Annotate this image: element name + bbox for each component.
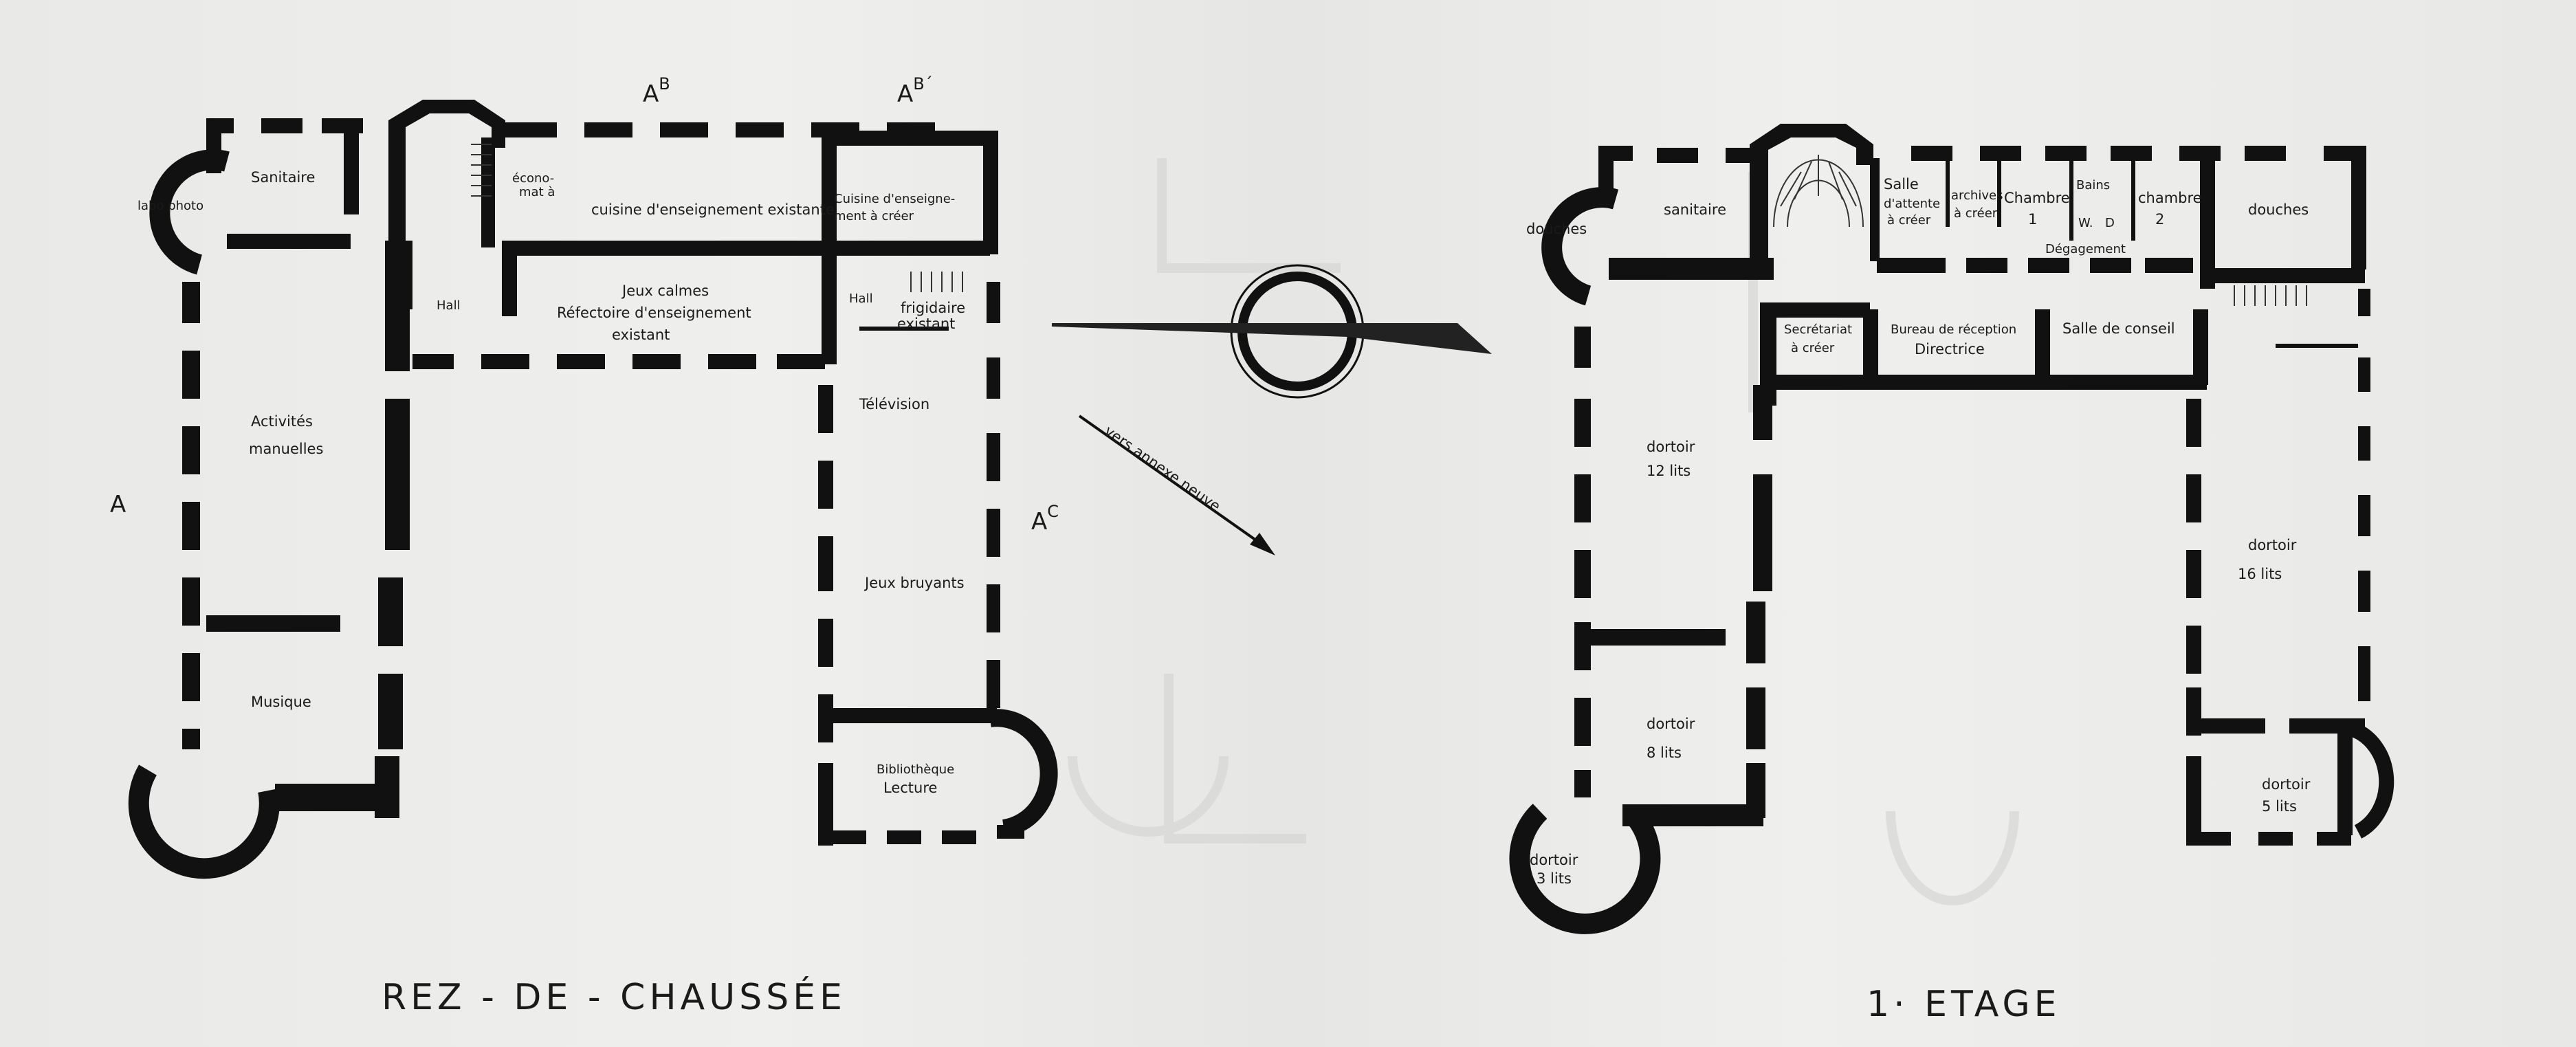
first-floor-towers xyxy=(1509,187,2395,934)
ground-floor-title: REZ - DE - CHAUSSÉE xyxy=(382,976,846,1018)
room-dortoir5-line2: 5 lits xyxy=(2262,798,2297,815)
room-salle-conseil: Salle de conseil xyxy=(2062,320,2175,337)
annex-arrow xyxy=(1078,415,1275,555)
room-frigidaire-line1: frigidaire xyxy=(901,300,965,316)
first-floor-stairs xyxy=(1773,155,2307,306)
room-dortoir12-line1: dortoir xyxy=(1647,439,1695,455)
room-jeux-calmes: Jeux calmes xyxy=(621,283,709,299)
room-douche-small: D xyxy=(2105,216,2115,230)
room-dortoir8-line1: dortoir xyxy=(1647,716,1695,732)
room-bureau-line1: Bureau de réception xyxy=(1891,322,2016,337)
ground-floor-walls xyxy=(182,100,1024,846)
room-lecture: Lecture xyxy=(883,780,937,796)
room-secretariat-line1: Secrétariat xyxy=(1784,322,1852,337)
room-frigidaire-line2: existant xyxy=(897,316,955,332)
room-television: Télévision xyxy=(859,396,929,412)
room-dortoir12-line2: 12 lits xyxy=(1647,463,1691,479)
room-bains: Bains xyxy=(2076,178,2110,192)
first-floor-title: 1· ETAGE xyxy=(1867,984,2061,1025)
room-salle-attente-line2: d'attente xyxy=(1884,197,1940,211)
room-douches-right: douches xyxy=(2248,201,2309,218)
ground-floor-stairs xyxy=(471,144,963,292)
room-chambre1-line1: Chambre xyxy=(2004,190,2070,206)
ground-floor-towers xyxy=(128,149,1058,879)
room-chambre2-line2: 2 xyxy=(2155,211,2164,228)
room-dortoir16-line1: dortoir xyxy=(2248,537,2297,553)
sector-a: A xyxy=(110,491,126,518)
room-musique: Musique xyxy=(251,694,311,710)
room-archives-line1: archives xyxy=(1951,188,2003,203)
sector-ac: AC xyxy=(1031,502,1059,536)
room-labo-photo: labo photo xyxy=(137,199,203,213)
room-cuisine-creer-line1: Cuisine d'enseigne- xyxy=(834,192,955,206)
annex-arrow-label: vers annexe neuve xyxy=(1101,422,1224,514)
room-degagement: Dégagement xyxy=(2045,242,2126,256)
sector-ab2: AB´ xyxy=(897,74,933,108)
room-sanitaire: Sanitaire xyxy=(251,169,315,186)
room-refectoire-existant: existant xyxy=(612,327,670,343)
room-douches-left: douches xyxy=(1526,221,1587,237)
room-activites-line2: manuelles xyxy=(249,441,323,457)
first-floor-walls xyxy=(1574,124,2370,846)
room-secretariat-line2: à créer xyxy=(1791,341,1835,355)
room-bibliotheque: Bibliothèque xyxy=(877,762,954,777)
room-refectoire: Réfectoire d'enseignement xyxy=(557,305,751,321)
room-dortoir16-line2: 16 lits xyxy=(2238,566,2282,582)
room-cuisine-existante: cuisine d'enseignement existante xyxy=(591,201,835,218)
room-dortoir3-line1: dortoir xyxy=(1530,852,1578,868)
room-jeux-bruyants: Jeux bruyants xyxy=(863,575,965,591)
room-cuisine-creer-line2: ment à créer xyxy=(834,209,914,223)
room-economat-line2: mat à xyxy=(519,185,555,199)
room-bureau-line2: Directrice xyxy=(1915,341,1985,357)
compass-symbol xyxy=(1052,264,1492,399)
sector-labels: A AB AB´ AC xyxy=(110,74,1059,536)
room-hall-left: Hall xyxy=(437,298,461,313)
room-activites-line1: Activités xyxy=(251,413,313,430)
room-hall-right: Hall xyxy=(849,291,873,306)
room-salle-attente-line1: Salle xyxy=(1884,176,1919,192)
first-floor-labels: douches sanitaire Salle d'attente à crée… xyxy=(1526,176,2311,887)
room-salle-attente-line3: à créer xyxy=(1887,213,1931,228)
room-economat-line1: écono- xyxy=(512,171,554,186)
room-dortoir3-line2: 3 lits xyxy=(1537,870,1572,887)
room-chambre1-line2: 1 xyxy=(2028,211,2037,228)
ghost-lines xyxy=(1068,158,2019,905)
room-wc: W. xyxy=(2078,216,2093,230)
room-chambre2-line1: chambre xyxy=(2138,190,2202,206)
room-dortoir8-line2: 8 lits xyxy=(1647,745,1682,761)
room-sanitaire-1: sanitaire xyxy=(1664,201,1726,218)
room-archives-line2: à créer xyxy=(1954,206,1998,221)
ground-floor-labels: labo photo Sanitaire écono- mat à cuisin… xyxy=(137,169,965,796)
sector-ab: AB xyxy=(643,74,670,108)
room-dortoir5-line1: dortoir xyxy=(2262,776,2311,793)
